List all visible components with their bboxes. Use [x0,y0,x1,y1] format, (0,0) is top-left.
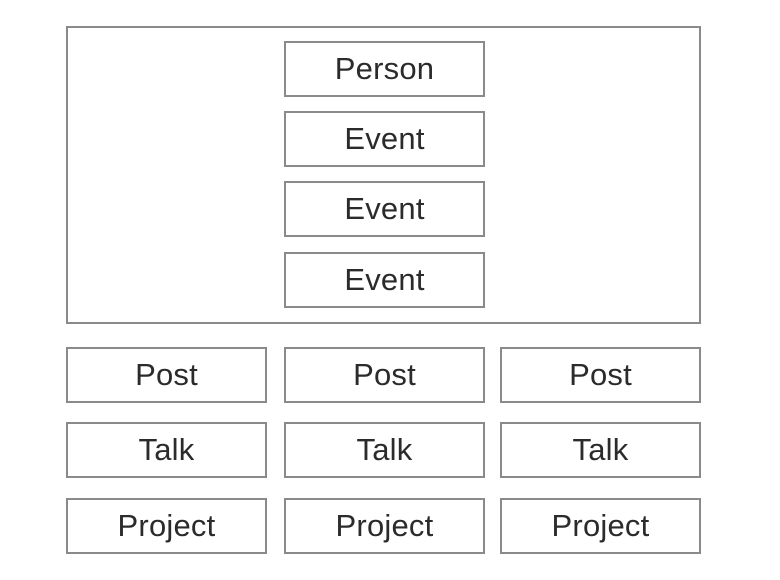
project-label-3: Project [551,508,650,543]
event-label-3: Event [344,262,425,297]
post-box-3: Post [500,347,701,403]
person-box: Person [284,41,485,97]
event-box-1: Event [284,111,485,167]
talk-label-2: Talk [356,432,413,467]
person-label: Person [334,51,435,86]
talk-box-3: Talk [500,422,701,478]
post-label-1: Post [135,357,198,392]
project-box-3: Project [500,498,701,554]
project-box-2: Project [284,498,485,554]
project-box-1: Project [66,498,267,554]
post-label-2: Post [353,357,416,392]
project-label-1: Project [117,508,216,543]
talk-box-2: Talk [284,422,485,478]
event-box-2: Event [284,181,485,237]
project-label-2: Project [335,508,434,543]
talk-label-1: Talk [138,432,195,467]
event-box-3: Event [284,252,485,308]
talk-box-1: Talk [66,422,267,478]
post-label-3: Post [569,357,632,392]
post-box-1: Post [66,347,267,403]
talk-label-3: Talk [572,432,629,467]
event-label-2: Event [344,191,425,226]
post-box-2: Post [284,347,485,403]
event-label-1: Event [344,121,425,156]
